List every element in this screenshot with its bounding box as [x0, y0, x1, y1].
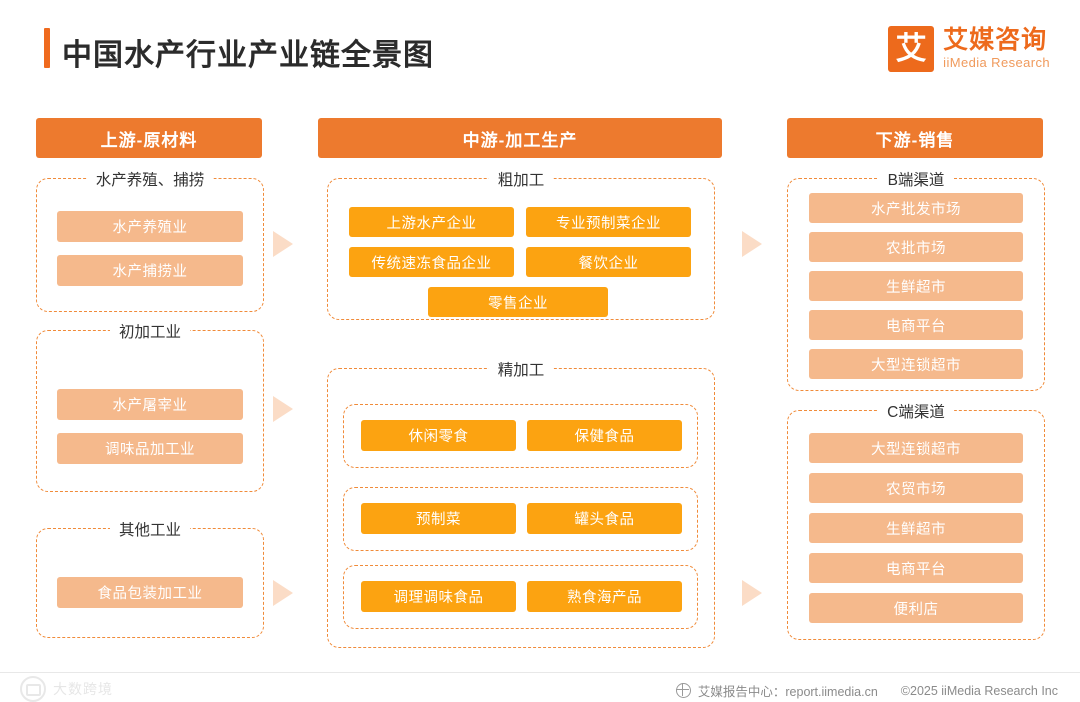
upstream-group-aquaculture: 水产养殖、捕捞 水产养殖业 水产捕捞业 [36, 168, 264, 312]
footer-report-center: 艾媒报告中心：report.iimedia.cn [697, 685, 878, 699]
chip-fresh-supermarket[interactable]: 生鲜超市 [809, 271, 1023, 301]
chip-cooked-seafood[interactable]: 熟食海产品 [527, 581, 682, 612]
chip-chain-supermarket[interactable]: 大型连锁超市 [809, 349, 1023, 379]
footer-copyright: ©2025 iiMedia Research Inc [900, 683, 1058, 698]
chip-prepared-dish[interactable]: 预制菜 [361, 503, 516, 534]
fine-row-3: 调理调味食品 熟食海产品 [343, 565, 698, 629]
brand-text: 艾媒咨询 iiMedia Research [943, 27, 1050, 71]
group-title: 初加工业 [109, 320, 191, 342]
chip-c-chain-supermarket[interactable]: 大型连锁超市 [809, 433, 1023, 463]
midstream-group-rough: 粗加工 上游水产企业 专业预制菜企业 传统速冻食品企业 餐饮企业 零售企业 [327, 168, 715, 320]
chip-seasoning[interactable]: 调味品加工业 [57, 433, 243, 464]
arrow-upstream-to-midstream-3 [273, 580, 293, 606]
chip-c-farmers-market[interactable]: 农贸市场 [809, 473, 1023, 503]
footer-divider [0, 672, 1080, 673]
fine-row-1: 休闲零食 保健食品 [343, 404, 698, 468]
watermark-label: 大数跨境 [53, 681, 113, 697]
midstream-group-fine: 精加工 休闲零食 保健食品 预制菜 罐头食品 调理调味食品 熟食海产品 [327, 358, 715, 648]
chip-c-convenience-store[interactable]: 便利店 [809, 593, 1023, 623]
globe-icon [675, 683, 691, 698]
footer-info: 艾媒报告中心：report.iimedia.cn ©2025 iiMedia R… [675, 681, 1058, 700]
arrow-upstream-to-midstream-1 [273, 231, 293, 257]
arrow-upstream-to-midstream-2 [273, 396, 293, 422]
chip-c-fresh-supermarket[interactable]: 生鲜超市 [809, 513, 1023, 543]
chip-food-packaging[interactable]: 食品包装加工业 [57, 577, 243, 608]
brand-name-cn: 艾媒咨询 [943, 26, 1048, 54]
chip-wholesale-market[interactable]: 水产批发市场 [809, 193, 1023, 223]
group-title: 水产养殖、捕捞 [86, 168, 214, 190]
column-header-downstream: 下游-销售 [787, 118, 1043, 158]
chip-snacks[interactable]: 休闲零食 [361, 420, 516, 451]
downstream-group-c-channel: C端渠道 大型连锁超市 农贸市场 生鲜超市 电商平台 便利店 [787, 400, 1045, 640]
brand-name-en: iiMedia Research [943, 55, 1050, 70]
group-title: 粗加工 [488, 168, 554, 190]
chip-seasoned-food[interactable]: 调理调味食品 [361, 581, 516, 612]
page-title: 中国水产行业产业链全景图 [62, 39, 434, 72]
group-title: 其他工业 [109, 518, 191, 540]
chip-c-ecommerce[interactable]: 电商平台 [809, 553, 1023, 583]
chip-ecommerce[interactable]: 电商平台 [809, 310, 1023, 340]
title-accent-bar [44, 28, 50, 68]
chip-slaughtering[interactable]: 水产屠宰业 [57, 389, 243, 420]
column-header-midstream: 中游-加工生产 [318, 118, 722, 158]
chip-canned-food[interactable]: 罐头食品 [527, 503, 682, 534]
column-header-upstream: 上游-原材料 [36, 118, 262, 158]
arrow-midstream-to-downstream-1 [742, 231, 762, 257]
group-title: C端渠道 [878, 400, 954, 422]
brand-mark-icon: 艾 [888, 26, 935, 72]
watermark-icon [20, 676, 46, 702]
upstream-group-other: 其他工业 食品包装加工业 [36, 518, 264, 638]
watermark: 大数跨境 [20, 676, 113, 702]
arrow-midstream-to-downstream-2 [742, 580, 762, 606]
chip-agri-market[interactable]: 农批市场 [809, 232, 1023, 262]
downstream-group-b-channel: B端渠道 水产批发市场 农批市场 生鲜超市 电商平台 大型连锁超市 [787, 168, 1045, 391]
fine-row-2: 预制菜 罐头食品 [343, 487, 698, 551]
page-header: 中国水产行业产业链全景图 艾 艾媒咨询 iiMedia Research [0, 0, 1080, 96]
group-title: 精加工 [488, 358, 554, 380]
chip-health-food[interactable]: 保健食品 [527, 420, 682, 451]
chip-fishing[interactable]: 水产捕捞业 [57, 255, 243, 286]
chip-retail-enterprise[interactable]: 零售企业 [428, 287, 608, 317]
chip-aquaculture[interactable]: 水产养殖业 [57, 211, 243, 242]
chip-prepared-dish-enterprise[interactable]: 专业预制菜企业 [526, 207, 691, 237]
chip-upstream-aquatic-enterprise[interactable]: 上游水产企业 [349, 207, 514, 237]
upstream-group-primary-processing: 初加工业 水产屠宰业 调味品加工业 [36, 320, 264, 492]
chip-catering-enterprise[interactable]: 餐饮企业 [526, 247, 691, 277]
brand-logo: 艾 艾媒咨询 iiMedia Research [888, 26, 1050, 72]
group-title: B端渠道 [878, 168, 954, 190]
chip-frozen-food-enterprise[interactable]: 传统速冻食品企业 [349, 247, 514, 277]
